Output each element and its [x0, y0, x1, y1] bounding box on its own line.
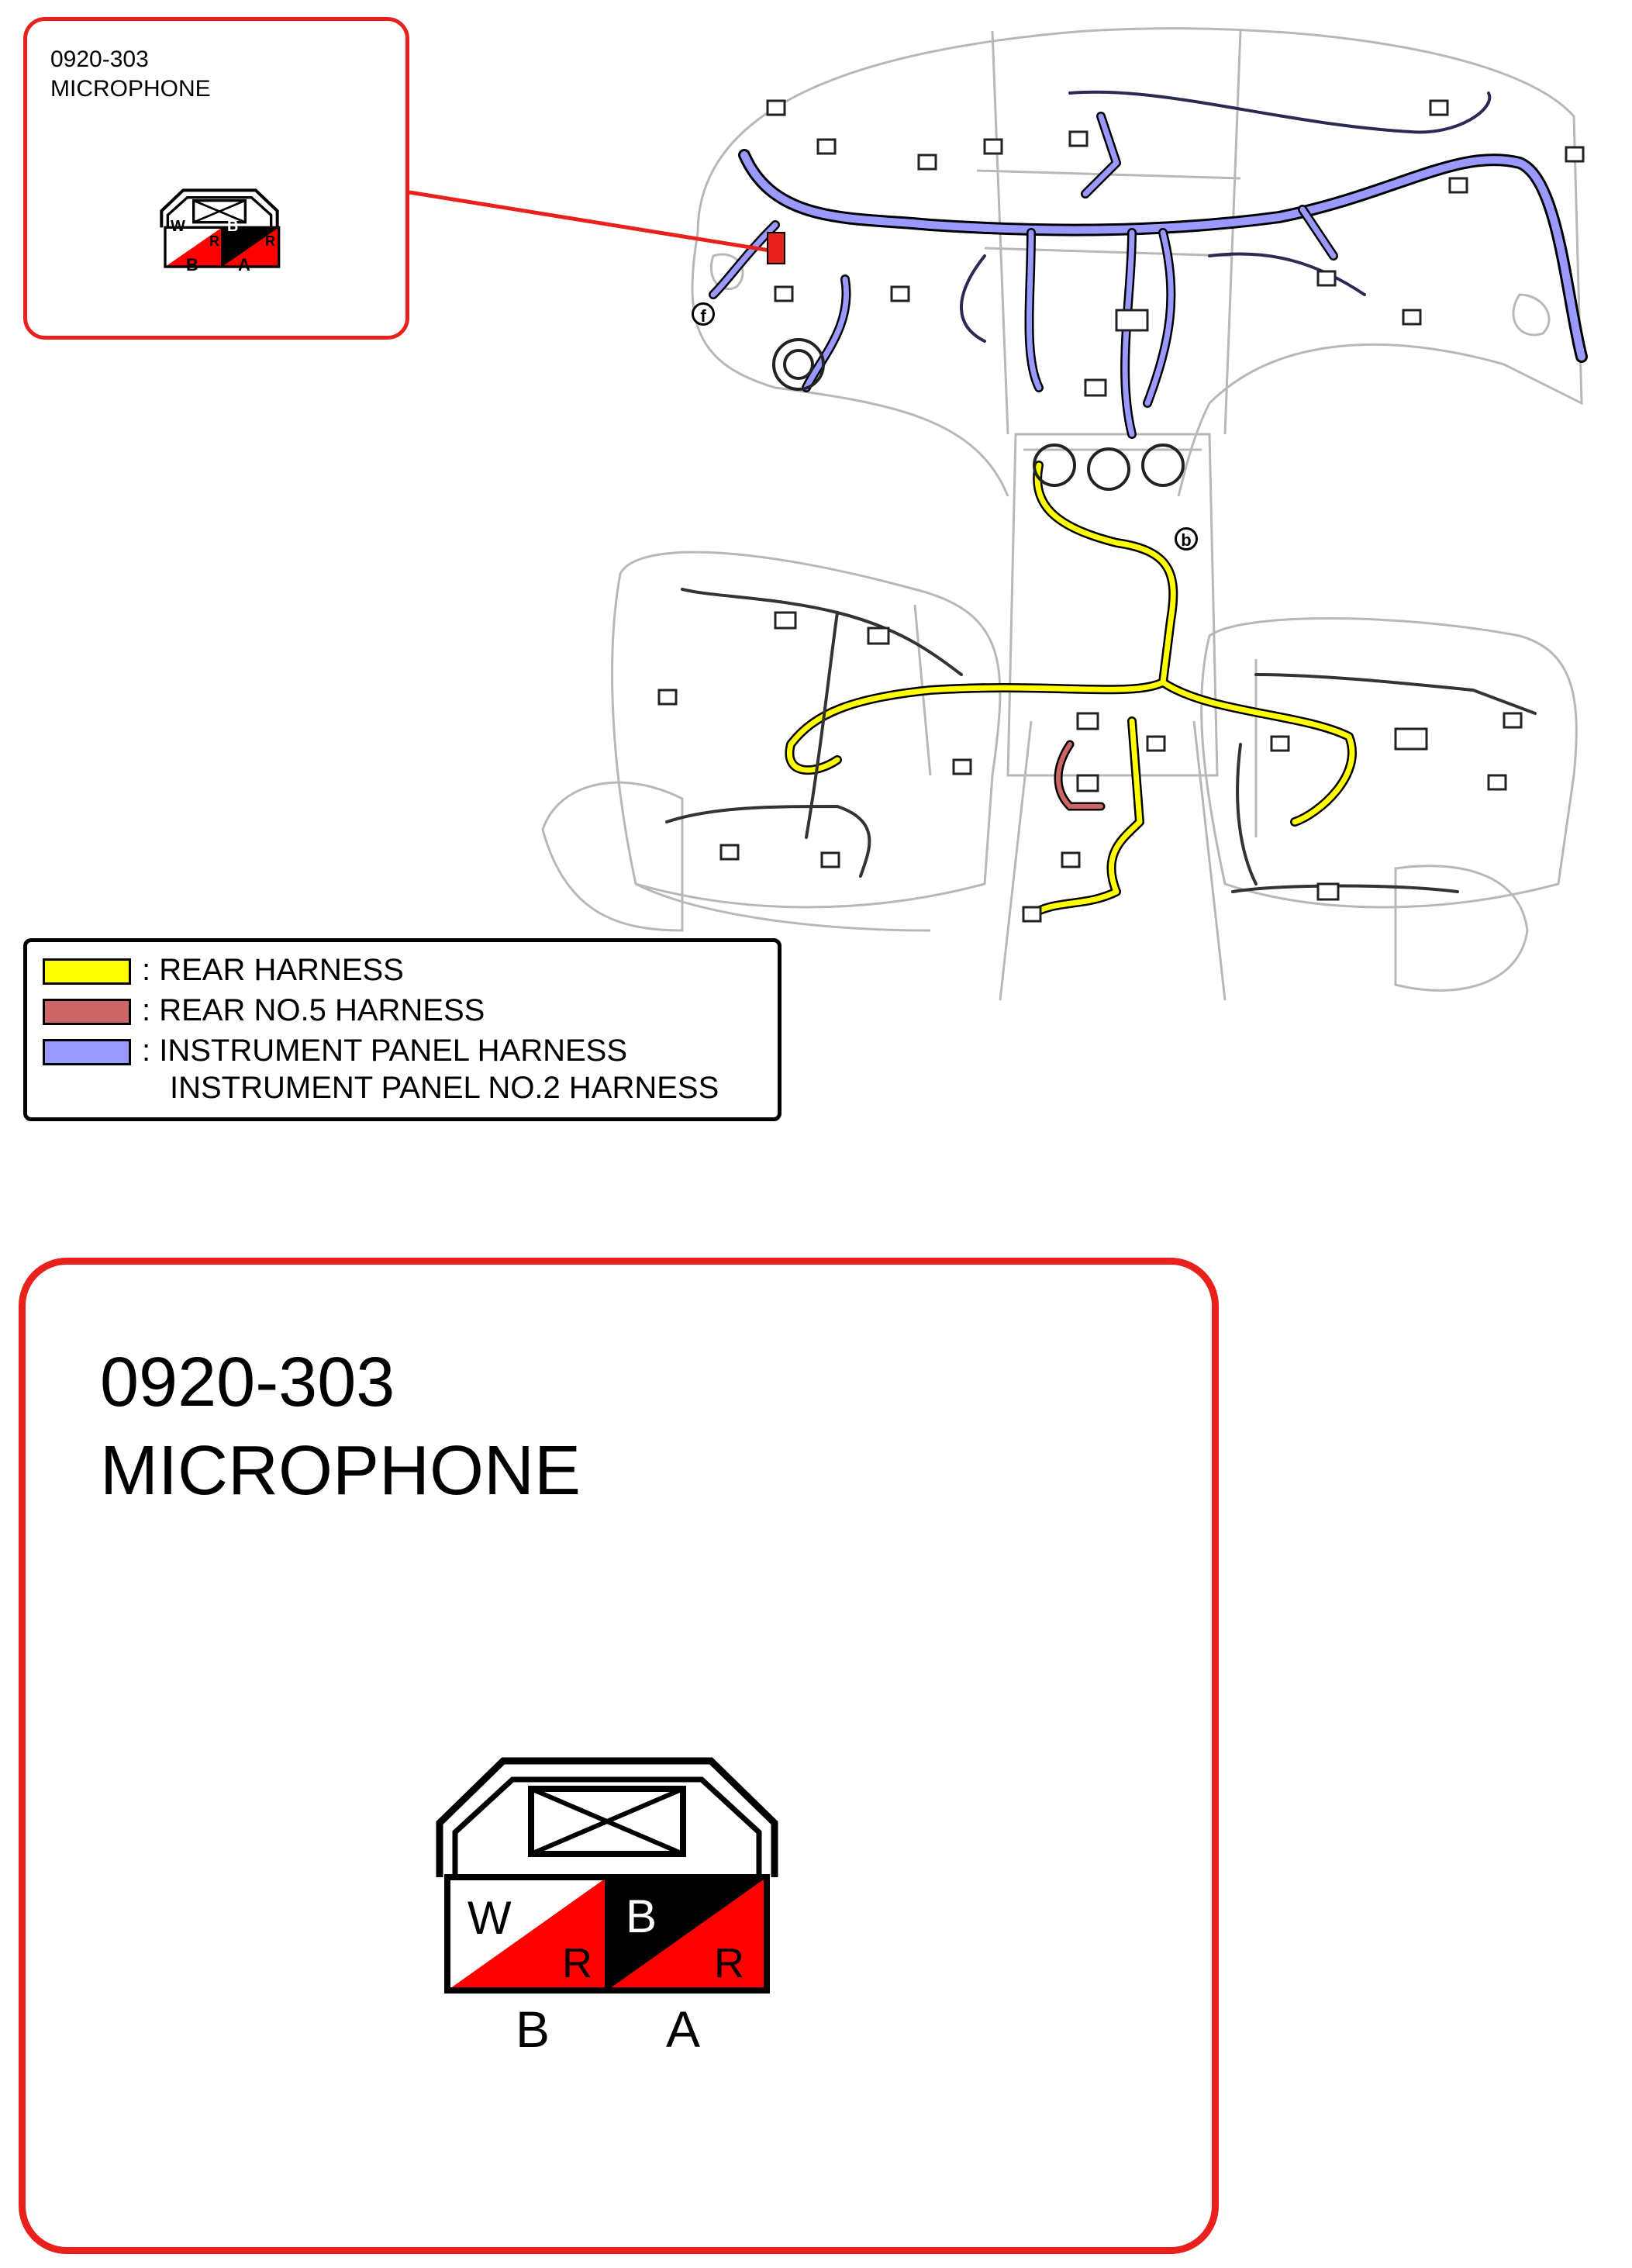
large-pin-A-wire: B: [626, 1890, 657, 1942]
legend-label-rear-no5: : REAR NO.5 HARNESS: [142, 993, 485, 1027]
legend-label-instrument-panel-no2: INSTRUMENT PANEL NO.2 HARNESS: [170, 1071, 719, 1105]
small-connector-name: MICROPHONE: [50, 76, 211, 102]
small-pin-B-stripe: R: [209, 233, 219, 249]
legend-label-rear: : REAR HARNESS: [142, 953, 404, 987]
marker-b: b: [1175, 527, 1198, 551]
large-pin-B-stripe: R: [562, 1940, 592, 1987]
large-pin-A-label: A: [666, 2000, 701, 2058]
harness-illustration: [541, 27, 1588, 1001]
small-connector-code: 0920-303: [50, 47, 149, 72]
small-callout-box: 0920-303 MICROPHONE W R B R B A: [23, 17, 409, 340]
small-connector-face: [160, 188, 281, 268]
legend-item-rear: : REAR HARNESS: [43, 951, 404, 989]
small-pin-A-wire: B: [227, 218, 239, 235]
small-pin-B-wire: W: [171, 218, 185, 235]
large-pin-B-label: B: [516, 2000, 550, 2058]
large-pin-A-stripe: R: [714, 1940, 744, 1987]
small-pin-A-stripe: R: [265, 233, 275, 249]
small-pin-A-label: A: [238, 255, 250, 274]
callout-leader-line: [409, 190, 785, 264]
marker-b-label: b: [1181, 530, 1192, 550]
small-pin-B-label: B: [186, 255, 198, 274]
harness-legend: : REAR HARNESS : REAR NO.5 HARNESS : INS…: [23, 938, 781, 1121]
legend-swatch-rear: [43, 958, 131, 986]
large-connector-face: [436, 1757, 778, 1994]
marker-f-label: f: [700, 306, 706, 326]
marker-f: f: [692, 302, 715, 326]
legend-label-instrument-panel: : INSTRUMENT PANEL HARNESS: [142, 1034, 628, 1068]
legend-item-rear-no5: : REAR NO.5 HARNESS: [43, 992, 485, 1029]
legend-item-instrument-panel: : INSTRUMENT PANEL HARNESS: [43, 1032, 627, 1069]
large-pin-B-wire: W: [468, 1892, 512, 1944]
large-callout-box: 0920-303 MICROPHONE W R B R B A: [19, 1258, 1219, 2254]
large-connector-name: MICROPHONE: [100, 1432, 581, 1510]
large-connector-code: 0920-303: [100, 1344, 395, 1421]
legend-swatch-instrument-panel: [43, 1039, 131, 1066]
legend-swatch-rear-no5: [43, 999, 131, 1026]
